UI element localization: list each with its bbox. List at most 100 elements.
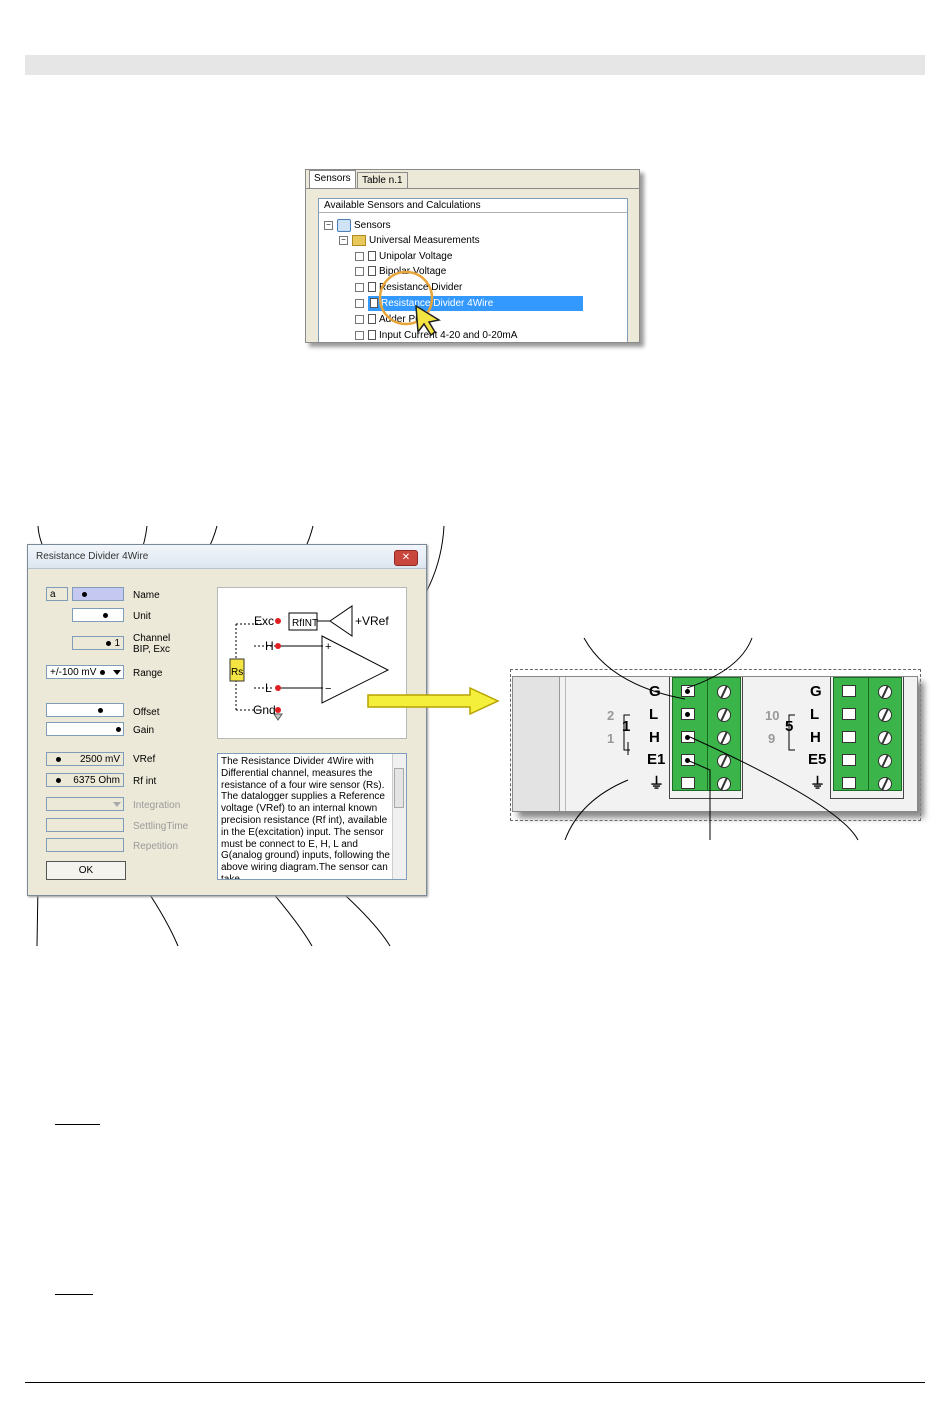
footer-rule <box>25 1382 925 1383</box>
pin-number: 9 <box>768 731 776 746</box>
tab-table[interactable]: Table n.1 <box>357 172 408 189</box>
callout-dot <box>685 735 690 740</box>
gnd-label: Gnd <box>253 703 276 717</box>
terminal-label-h: H <box>649 729 660 746</box>
pin-number: 2 <box>607 708 615 723</box>
rs-label: Rs <box>231 667 243 678</box>
settling-label: SettlingTime <box>133 821 189 832</box>
collapse-icon[interactable]: − <box>339 235 348 245</box>
channel-number: 1 <box>622 718 631 735</box>
ground-icon <box>273 713 283 721</box>
wiring-diagram-svg: Exc H L Gnd RfINT +VRef Rs + − <box>229 605 389 721</box>
tree-item-selected[interactable]: Resistance Divider 4Wire <box>355 296 625 311</box>
sensors-panel: Sensors Table n.1 Available Sensors and … <box>305 169 640 343</box>
ground-icon: ⏚ <box>810 775 826 792</box>
rfint-label: Rf int <box>133 776 157 787</box>
range-select[interactable]: +/-100 mV <box>46 665 124 679</box>
gain-label: Gain <box>133 725 155 736</box>
checkbox[interactable] <box>355 298 364 308</box>
description-box[interactable]: The Resistance Divider 4Wire with Differ… <box>217 753 407 880</box>
terminal-label-e5: E5 <box>808 751 827 768</box>
tree-item[interactable]: Input Current 4-20 and 0-20mA <box>355 328 517 342</box>
id-field[interactable]: a <box>46 587 68 601</box>
tree-header: Available Sensors and Calculations <box>319 199 627 213</box>
block-edge-line <box>565 677 566 811</box>
callout-dot <box>103 613 108 618</box>
cursor-icon <box>415 304 442 337</box>
vref-field[interactable]: 2500 mV <box>46 752 124 766</box>
range-value: +/-100 mV <box>50 667 97 678</box>
callout-dot <box>82 592 87 597</box>
channel-label: Channel <box>133 633 171 644</box>
tree-item[interactable]: Adder Pulse <box>355 312 433 327</box>
terminal-socket <box>842 754 856 766</box>
range-label: Range <box>133 668 163 679</box>
gain-field[interactable] <box>46 722 124 736</box>
screw-icon <box>878 777 892 791</box>
callout-dot <box>106 641 111 646</box>
description-scrollbar[interactable] <box>392 754 406 879</box>
callout-dot <box>56 757 61 762</box>
rf-label: RfINT <box>292 618 318 629</box>
terminal-block: G L H E1 ⏚ 2 1 1 G L H E5 ⏚ 10 9 5 <box>512 676 918 812</box>
tree-item-label: Unipolar Voltage <box>379 251 453 262</box>
document-icon <box>368 266 376 277</box>
tree-item[interactable]: Bipolar Voltage <box>355 264 446 279</box>
tree-item-label: Resistance Divider 4Wire <box>381 298 494 309</box>
underline <box>55 1124 100 1125</box>
chevron-down-icon[interactable] <box>113 802 121 807</box>
name-field[interactable] <box>72 587 124 601</box>
terminal-label-h: H <box>810 729 821 746</box>
minus-label: − <box>325 683 331 695</box>
close-button[interactable]: ✕ <box>394 550 418 566</box>
channel-field[interactable]: 1 <box>72 636 124 650</box>
callout-dot <box>685 689 690 694</box>
dialog-title: Resistance Divider 4Wire <box>36 551 149 562</box>
h-label: H <box>265 639 274 653</box>
ok-button[interactable]: OK <box>46 861 126 880</box>
repetition-field[interactable] <box>46 838 124 852</box>
selected-highlight: Resistance Divider 4Wire <box>368 296 584 311</box>
unit-field[interactable] <box>72 608 124 622</box>
settling-field[interactable] <box>46 818 124 832</box>
terminal-socket <box>842 685 856 697</box>
checkbox[interactable] <box>355 330 364 340</box>
l-label: L <box>265 681 272 695</box>
document-icon <box>368 314 376 325</box>
screw-icon <box>717 685 731 699</box>
screw-icon <box>878 754 892 768</box>
checkbox[interactable] <box>355 314 364 324</box>
screw-icon <box>878 731 892 745</box>
collapse-icon[interactable]: − <box>324 220 333 230</box>
bip-exc-label: BIP, Exc <box>133 644 171 655</box>
integration-select[interactable] <box>46 797 124 811</box>
unit-label: Unit <box>133 611 151 622</box>
tree-root-label: Sensors <box>354 220 391 231</box>
terminal-socket <box>842 777 856 789</box>
tab-sensors[interactable]: Sensors <box>309 170 356 189</box>
chevron-down-icon[interactable] <box>113 670 121 675</box>
sensor-tree[interactable]: Available Sensors and Calculations −Sens… <box>318 198 628 342</box>
tree-group[interactable]: −Universal Measurements <box>339 233 480 248</box>
offset-label: Offset <box>133 707 160 718</box>
name-label: Name <box>133 590 160 601</box>
checkbox[interactable] <box>355 251 364 261</box>
tree-item[interactable]: Unipolar Voltage <box>355 249 452 264</box>
ground-icon: ⏚ <box>649 775 665 792</box>
tree-item[interactable]: Resistance Divider <box>355 280 462 295</box>
screw-icon <box>717 731 731 745</box>
integration-label: Integration <box>133 800 181 811</box>
search-icon <box>337 218 351 232</box>
checkbox[interactable] <box>355 282 364 292</box>
document-icon <box>368 251 376 262</box>
tree-root[interactable]: − Sensors <box>324 218 391 233</box>
channel-bracket <box>623 714 630 755</box>
highlight-circle <box>378 270 434 326</box>
checkbox[interactable] <box>355 266 364 276</box>
dialog-titlebar: Resistance Divider 4Wire ✕ <box>28 545 426 569</box>
terminal-label-l: L <box>810 706 820 723</box>
offset-field[interactable] <box>46 703 124 717</box>
scroll-thumb[interactable] <box>394 768 404 808</box>
rfint-field[interactable]: 6375 Ohm <box>46 773 124 787</box>
pin-number: 1 <box>607 731 615 746</box>
